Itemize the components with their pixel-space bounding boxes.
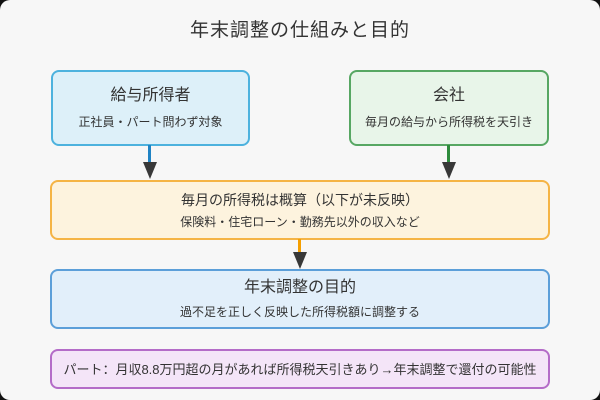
edge-employee-arrowhead-icon xyxy=(143,162,157,179)
edge-company-to-monthly-line xyxy=(447,145,450,165)
edge-employee-to-monthly-line xyxy=(148,145,151,165)
node-monthly-tax-subtitle: 保険料・住宅ローン・勤務先以外の収入など xyxy=(180,214,420,229)
node-purpose: 年末調整の目的 過不足を正しく反映した所得税額に調整する xyxy=(50,269,550,329)
edge-company-arrowhead-icon xyxy=(442,162,456,179)
node-monthly-tax-title: 毎月の所得税は概算（以下が未反映） xyxy=(181,191,419,208)
node-company-title: 会社 xyxy=(432,87,465,104)
node-company: 会社 毎月の給与から所得税を天引き xyxy=(349,70,549,146)
node-purpose-subtitle: 過不足を正しく反映した所得税額に調整する xyxy=(179,305,420,319)
node-employee-title: 給与所得者 xyxy=(110,87,191,104)
node-employee: 給与所得者 正社員・パート問わず対象 xyxy=(51,70,250,146)
node-part-time-note-text: パート：月収8.8万円超の月があれば所得税天引きあり→年末調整で還付の可能性 xyxy=(63,361,537,377)
edge-monthly-arrowhead-icon xyxy=(293,252,307,269)
node-purpose-title: 年末調整の目的 xyxy=(243,279,356,296)
node-part-time-note: パート：月収8.8万円超の月があれば所得税天引きあり→年末調整で還付の可能性 xyxy=(50,349,550,389)
node-monthly-tax: 毎月の所得税は概算（以下が未反映） 保険料・住宅ローン・勤務先以外の収入など xyxy=(50,180,550,240)
node-company-subtitle: 毎月の給与から所得税を天引き xyxy=(364,115,533,129)
edge-monthly-to-purpose-line xyxy=(298,239,301,256)
diagram-title: 年末調整の仕組みと目的 xyxy=(189,20,410,41)
node-employee-subtitle: 正社員・パート問わず対象 xyxy=(78,115,223,129)
